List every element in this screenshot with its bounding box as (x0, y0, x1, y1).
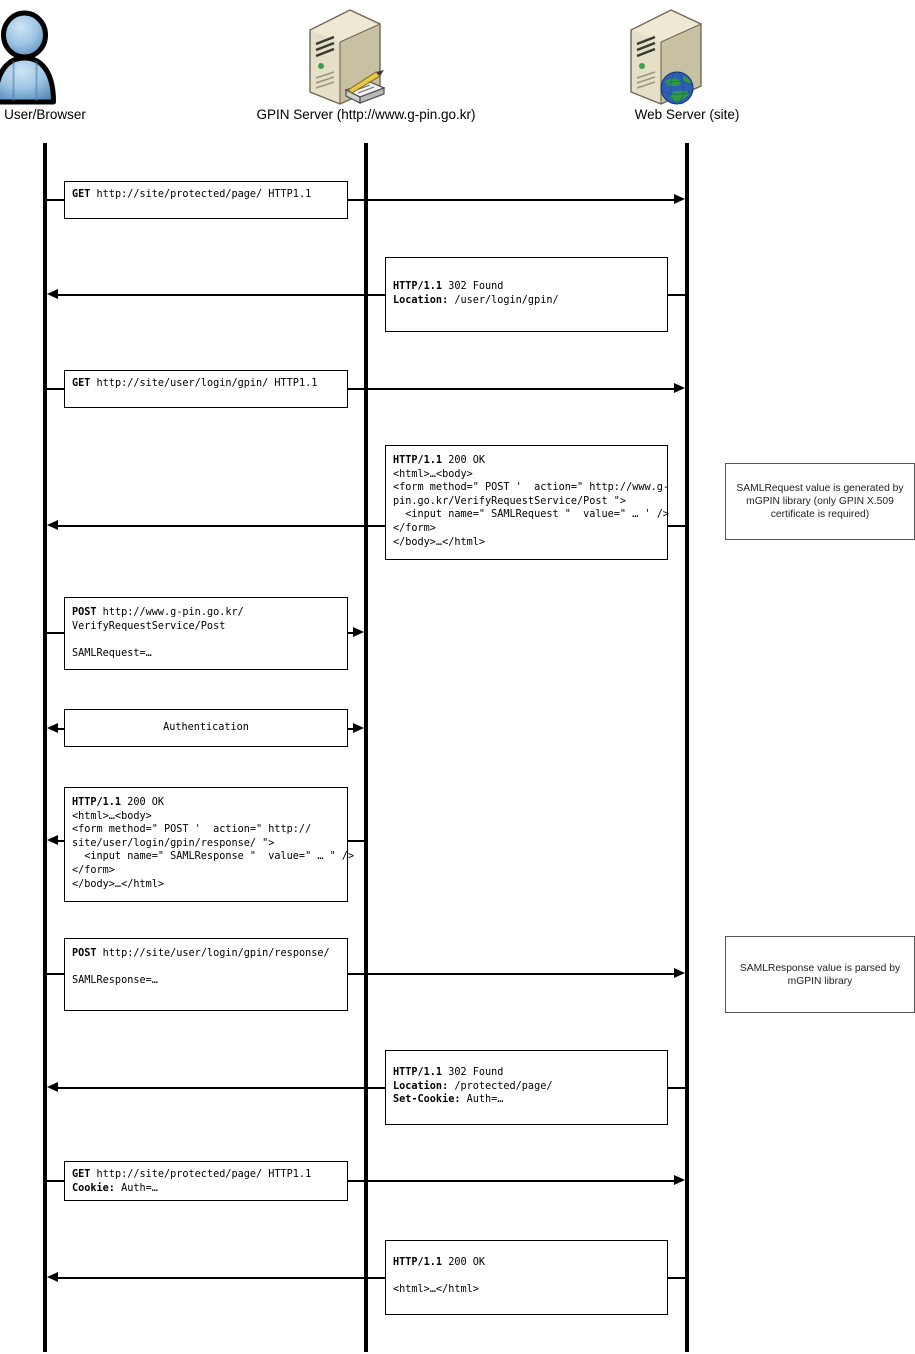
arrowhead-left-icon (47, 1082, 58, 1092)
message-stub (45, 199, 66, 201)
participant-label-web-server: Web Server (site) (634, 107, 740, 122)
lifeline-web-server (685, 143, 689, 1352)
arrowhead-left-icon (47, 289, 58, 299)
message-text: GET http://site/user/login/gpin/ HTTP1.1 (72, 378, 318, 389)
arrowhead-left-icon (47, 520, 58, 530)
message-stub (666, 294, 687, 296)
message-box-get-login-gpin: GET http://site/user/login/gpin/ HTTP1.1 (64, 370, 348, 408)
message-box-http-200-ok-final-page: HTTP/1.1 200 OK <html>…</html> (385, 1240, 668, 1315)
lifeline-gpin-server (364, 143, 368, 1352)
message-stub (666, 1087, 687, 1089)
message-arrow-line (346, 632, 356, 634)
message-text: HTTP/1.1 200 OK <html>…<body> <form meth… (72, 797, 355, 890)
server-globe-icon (630, 4, 713, 108)
arrowhead-left-icon (47, 835, 58, 845)
arrowhead-right-icon (353, 627, 364, 637)
message-arrow-line (57, 1277, 387, 1279)
user-actor-icon (0, 6, 66, 108)
message-arrow-line (57, 525, 387, 527)
message-arrow-line (57, 1087, 387, 1089)
participant-label-user: User/Browser (4, 107, 86, 122)
message-arrow-line (346, 388, 676, 390)
message-arrow-line (346, 973, 676, 975)
message-stub (57, 728, 66, 730)
message-box-get-protected-page: GET http://site/protected/page/ HTTP1.1 (64, 181, 348, 219)
message-arrow-line (346, 199, 676, 201)
server-sign-icon (309, 4, 392, 108)
message-text: HTTP/1.1 302 Found Location: /user/login… (393, 281, 559, 306)
message-text: HTTP/1.1 302 Found Location: /protected/… (393, 1067, 553, 1106)
message-stub (45, 632, 66, 634)
note-samlresponse-parsed: SAMLResponse value is parsed by mGPIN li… (725, 936, 915, 1013)
arrowhead-right-icon (674, 194, 685, 204)
message-text: HTTP/1.1 200 OK <html>…<body> <form meth… (393, 455, 670, 548)
message-box-authentication: Authentication (64, 709, 348, 747)
message-stub (45, 1180, 66, 1182)
message-arrow-line (346, 728, 356, 730)
arrowhead-right-icon (674, 1175, 685, 1185)
message-box-http-302-found-login-gpin: HTTP/1.1 302 Found Location: /user/login… (385, 257, 668, 332)
lifeline-user (43, 143, 47, 1352)
message-box-http-200-ok-samlrequest-form: HTTP/1.1 200 OK <html>…<body> <form meth… (385, 445, 670, 560)
message-stub (666, 525, 687, 527)
message-text: Authentication (163, 722, 249, 734)
message-text: GET http://site/protected/page/ HTTP1.1 (72, 189, 312, 200)
message-stub (45, 388, 66, 390)
message-box-http-302-found-set-cookie: HTTP/1.1 302 Found Location: /protected/… (385, 1050, 668, 1125)
message-stub (57, 840, 66, 842)
participant-label-gpin-server: GPIN Server (http://www.g-pin.go.kr) (256, 107, 476, 122)
message-box-post-verify-request-service: POST http://www.g-pin.go.kr/ VerifyReque… (64, 597, 348, 670)
note-text: SAMLResponse value is parsed by mGPIN li… (739, 962, 901, 987)
message-arrow-line (57, 294, 387, 296)
note-text: SAMLRequest value is generated by mGPIN … (736, 483, 904, 520)
message-text: HTTP/1.1 200 OK <html>…</html> (393, 1257, 486, 1296)
message-arrow-line (346, 1180, 676, 1182)
message-box-get-protected-page-with-cookie: GET http://site/protected/page/ HTTP1.1 … (64, 1161, 348, 1201)
message-stub (666, 1277, 687, 1279)
message-stub (346, 840, 366, 842)
arrowhead-left-icon (47, 1272, 58, 1282)
note-samlrequest-generated: SAMLRequest value is generated by mGPIN … (725, 463, 915, 540)
message-box-post-samlresponse-to-site: POST http://site/user/login/gpin/respons… (64, 938, 348, 1011)
message-box-http-200-ok-samlresponse-form: HTTP/1.1 200 OK <html>…<body> <form meth… (64, 787, 355, 902)
message-text: GET http://site/protected/page/ HTTP1.1 … (72, 1169, 312, 1194)
message-text: POST http://www.g-pin.go.kr/ VerifyReque… (72, 607, 244, 659)
arrowhead-right-icon (674, 968, 685, 978)
message-text: POST http://site/user/login/gpin/respons… (72, 948, 330, 987)
arrowhead-right-icon (353, 723, 364, 733)
message-stub (45, 973, 66, 975)
arrowhead-right-icon (674, 383, 685, 393)
arrowhead-left-icon (47, 723, 58, 733)
